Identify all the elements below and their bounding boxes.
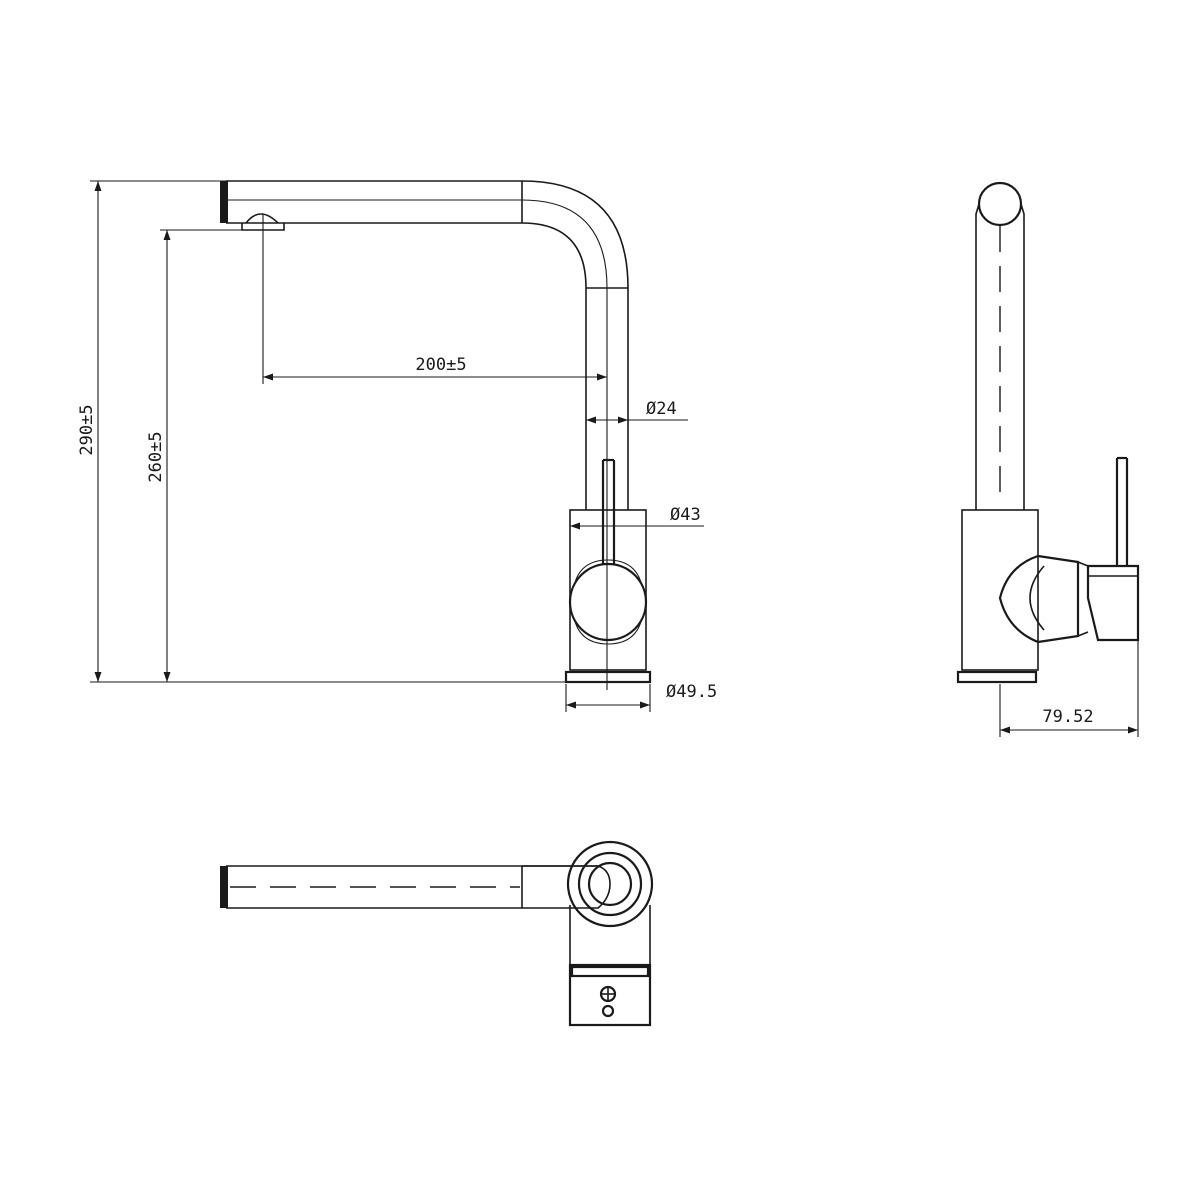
dim-base-diameter: Ø49.5 <box>666 682 717 702</box>
cartridge-cap <box>568 562 648 642</box>
dim-height-spout: 260±5 <box>146 431 166 482</box>
top-base-circle <box>566 840 654 928</box>
dim-body-diameter: Ø43 <box>670 505 701 525</box>
base-flange <box>564 670 652 684</box>
top-handle-block <box>568 963 652 1027</box>
dim-reach: 200±5 <box>415 355 466 375</box>
dim-spout-diameter: Ø24 <box>646 399 677 419</box>
dim-side-depth: 79.52 <box>1042 707 1093 727</box>
side-view <box>956 181 1140 684</box>
side-base <box>956 670 1038 684</box>
side-body <box>961 509 1039 671</box>
top-spout-tip <box>220 866 228 908</box>
side-dimensions: 79.52 <box>999 640 1139 737</box>
front-dimensions: 290±5 260±5 200±5 Ø24 Ø43 Ø49.5 <box>77 180 717 712</box>
front-view <box>220 180 652 690</box>
spout-bend <box>521 180 629 289</box>
top-view <box>220 840 654 1027</box>
handle-housing <box>1086 564 1140 642</box>
mixer-body <box>569 509 647 671</box>
dim-height-total: 290±5 <box>77 404 97 455</box>
spout-tip <box>220 181 228 223</box>
spout-end <box>977 181 1023 227</box>
